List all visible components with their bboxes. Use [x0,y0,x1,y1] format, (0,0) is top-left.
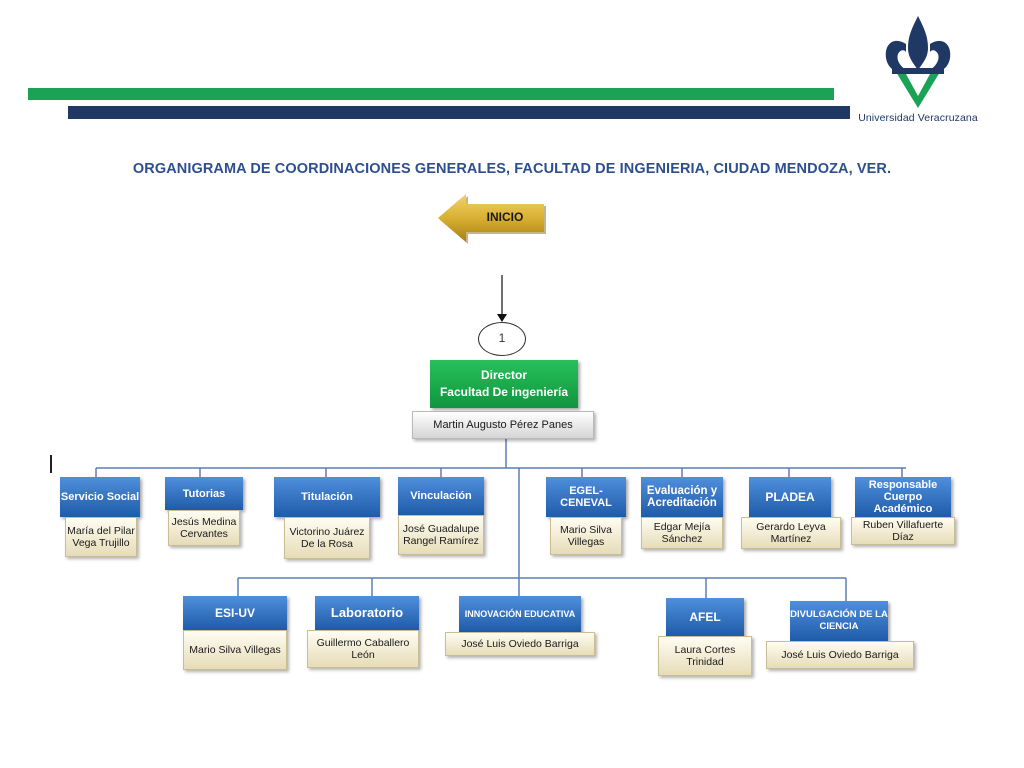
node-person: Victorino Juárez De la Rosa [284,517,370,559]
node-title: DIVULGACIÓN DE LA CIENCIA [790,601,888,641]
node-person: Mario Silva Villegas [550,517,622,555]
node-person: José Luis Oviedo Barriga [766,641,914,669]
text-cursor [50,455,52,473]
node-person: Laura Cortes Trinidad [658,636,752,676]
director-name: Martin Augusto Pérez Panes [412,411,594,439]
left-arrow-icon [438,194,546,244]
node-title: Servicio Social [60,477,140,517]
page-title: ORGANIGRAMA DE COORDINACIONES GENERALES,… [132,161,892,177]
node-title: Vinculación [398,477,484,515]
node-person: Edgar Mejía Sánchez [641,517,723,549]
director-title: Director [480,368,527,382]
fleur-de-lis-icon [885,16,951,108]
university-logo: Universidad Veracruzana [856,14,980,128]
home-button-label: INICIO [486,210,524,224]
node-title: EGEL-CENEVAL [546,477,626,517]
navy-stripe [68,106,850,119]
node-title: PLADEA [749,477,831,517]
node-person: Ruben Villafuerte Díaz [851,517,955,545]
node-title: Evaluación y Acreditación [641,477,723,517]
node-person: José Luis Oviedo Barriga [445,632,595,656]
node-title: Tutorias [165,477,243,510]
node-title: Responsable Cuerpo Académico [855,477,951,517]
director-box[interactable]: Director Facultad De ingeniería [430,360,578,408]
node-title: Laboratorio [315,596,419,630]
green-stripe [28,88,834,100]
node-person: Mario Silva Villegas [183,630,287,670]
node-title: Titulación [274,477,380,517]
node-title: ESI-UV [183,596,287,630]
step-marker: 1 [478,322,526,356]
node-person: Gerardo Leyva Martínez [741,517,841,549]
node-person: José Guadalupe Rangel Ramírez [398,515,484,555]
node-person: María del Pilar Vega Trujillo [65,517,137,557]
node-title: AFEL [666,598,744,636]
node-person: Guillermo Caballero León [307,630,419,668]
node-title: INNOVACIÓN EDUCATIVA [459,596,581,632]
university-name: Universidad Veracruzana [858,112,978,124]
director-faculty: Facultad De ingeniería [439,385,569,399]
node-person: Jesús Medina Cervantes [168,510,240,546]
home-button[interactable]: INICIO [436,192,548,244]
